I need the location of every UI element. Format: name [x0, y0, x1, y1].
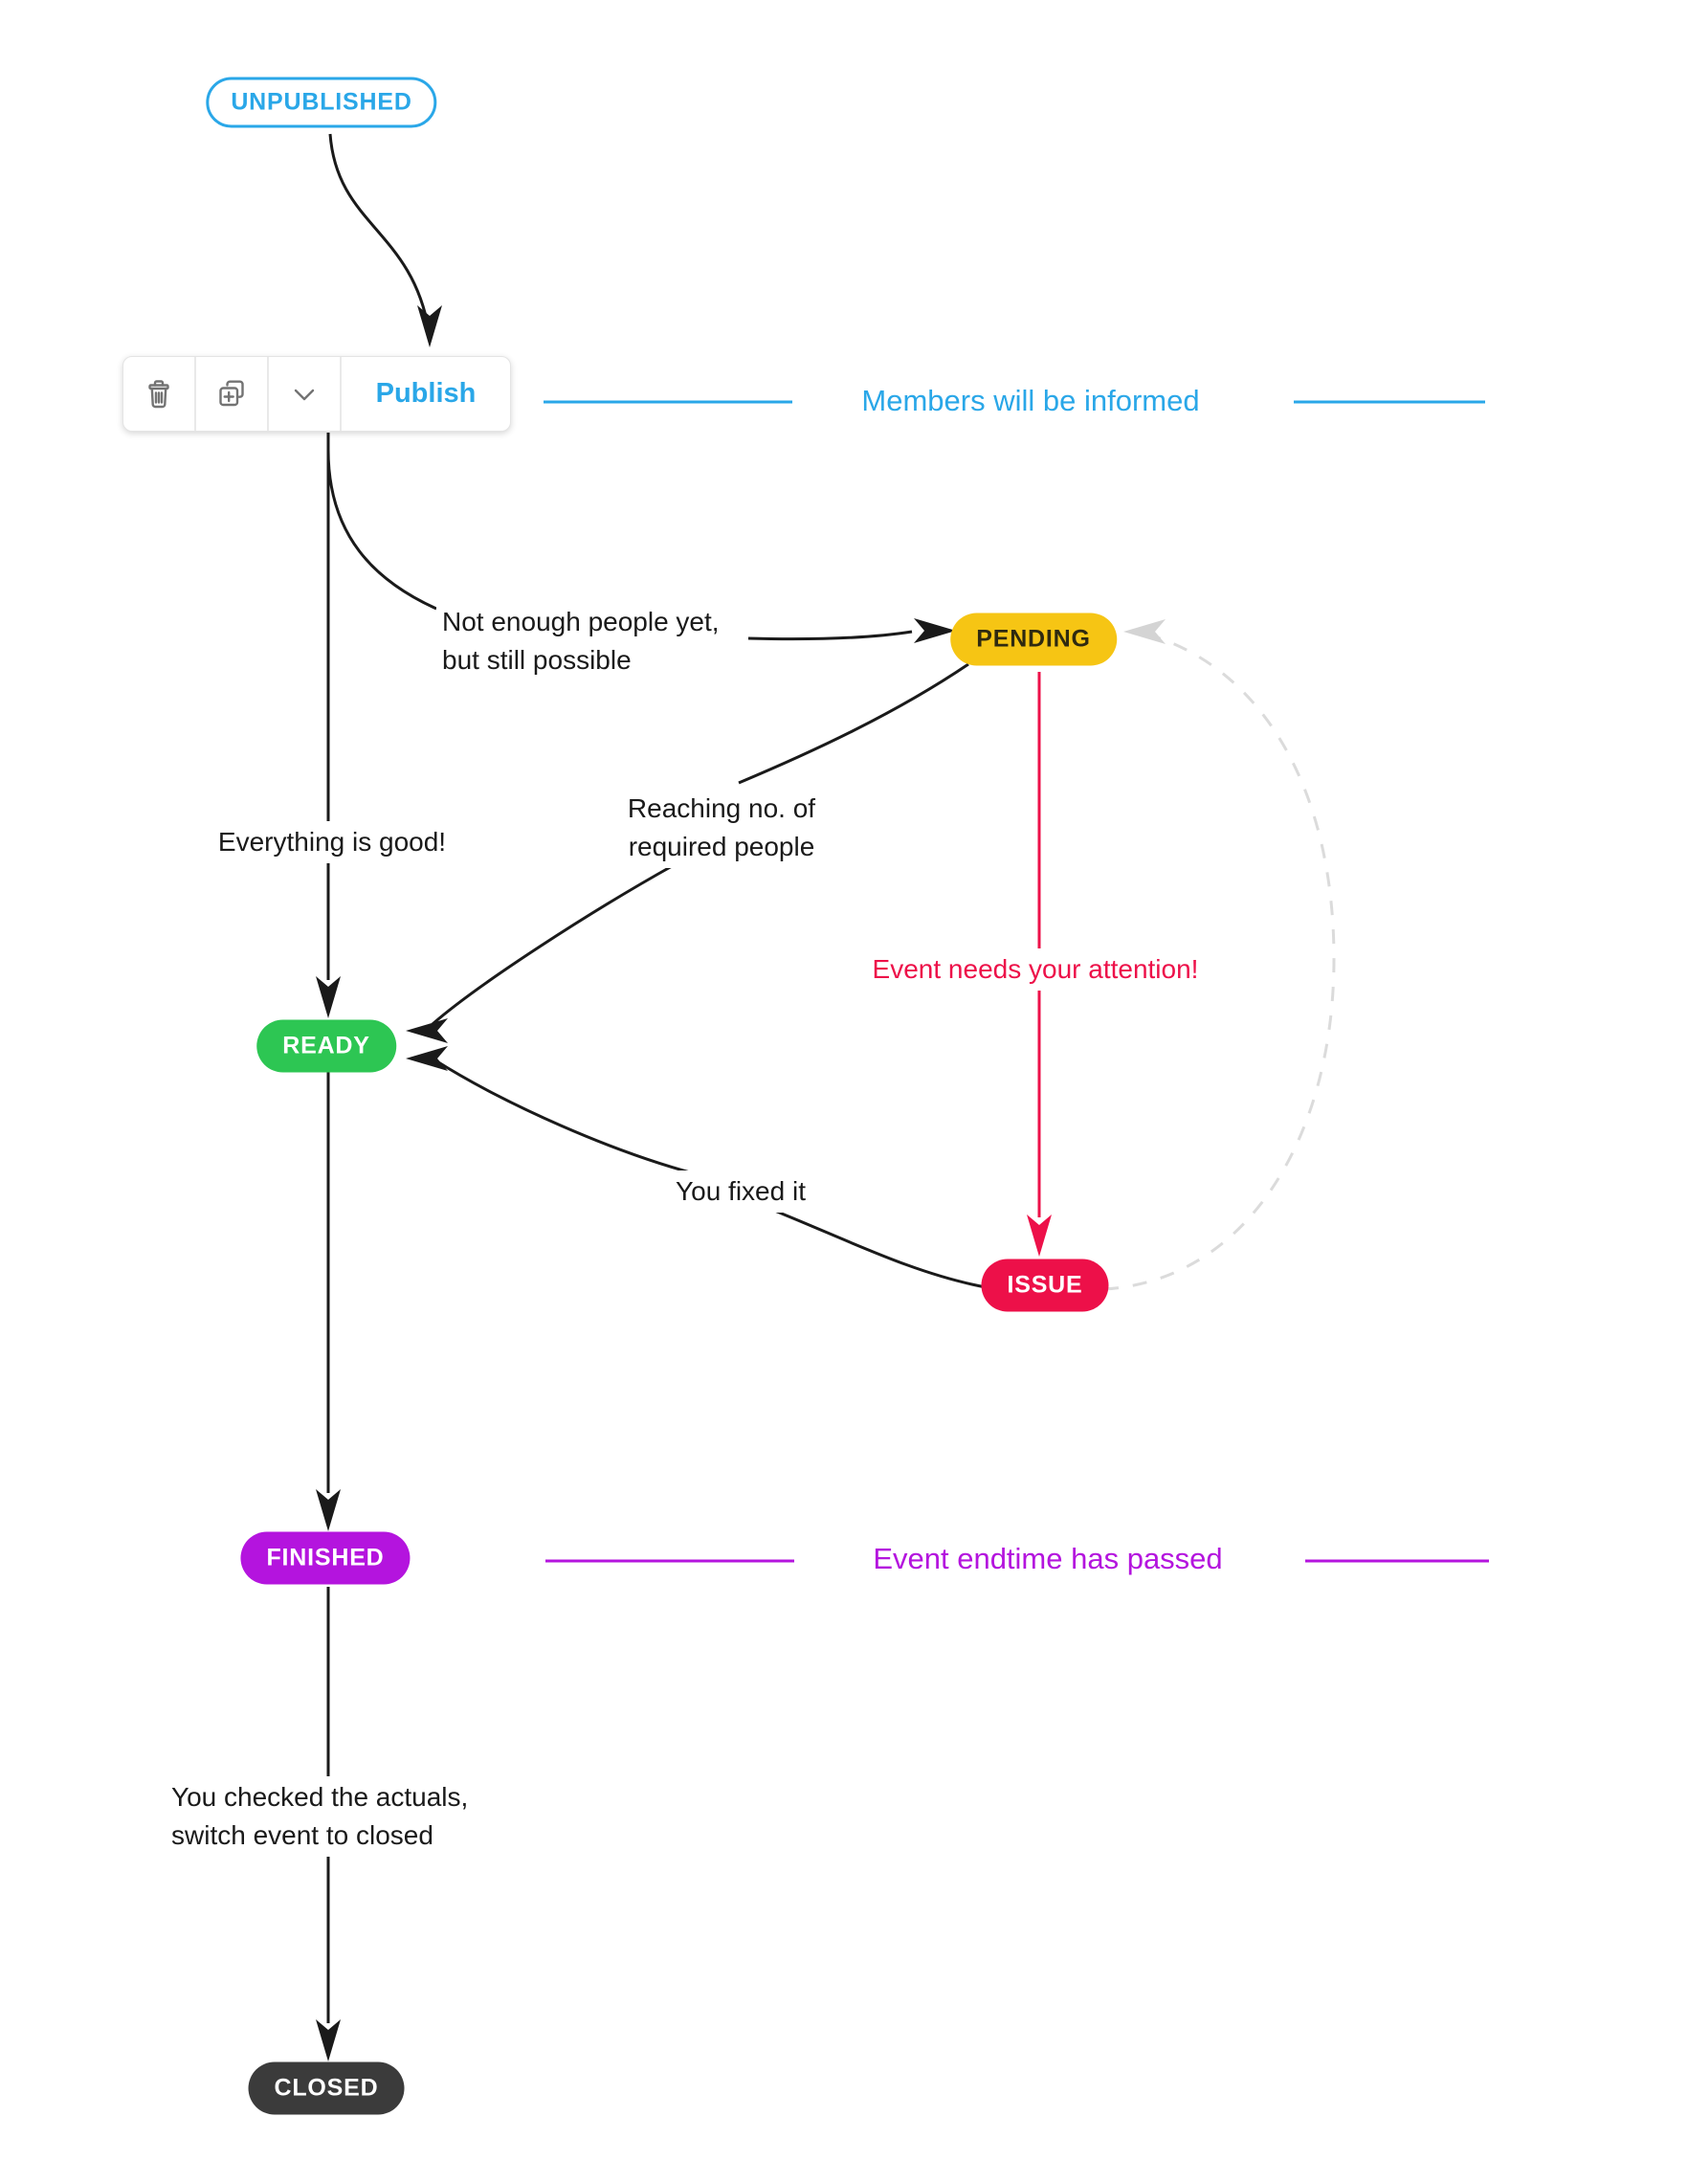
- edge-publish-to-notenough: [326, 449, 437, 611]
- checked-actuals-line1: You checked the actuals,: [171, 1782, 469, 1812]
- everything-good-label: Everything is good!: [211, 821, 453, 863]
- checked-actuals-line2: switch event to closed: [171, 1820, 433, 1850]
- arrowhead-into-pending-right: [1123, 619, 1166, 644]
- reaching-required-line1: Reaching no. of: [627, 793, 816, 823]
- arrowhead-into-ready-top: [316, 976, 341, 1018]
- edge-youfixedit-to-issue: [766, 1206, 987, 1289]
- checked-actuals-label: You checked the actuals, switch event to…: [166, 1776, 475, 1857]
- state-pending: PENDING: [950, 613, 1117, 666]
- more-options-button[interactable]: [269, 357, 342, 431]
- trash-icon: [148, 379, 169, 408]
- edge-pending-to-reaching: [738, 662, 969, 785]
- reaching-required-label: Reaching no. of required people: [621, 788, 822, 868]
- chevron-down-icon: [294, 389, 315, 400]
- edge-unpublished-to-publish: [328, 133, 431, 331]
- arrowhead-into-finished: [316, 1489, 341, 1531]
- arrowhead-into-publish: [417, 305, 442, 347]
- state-ready: READY: [256, 1019, 396, 1073]
- duplicate-button[interactable]: [196, 357, 269, 431]
- you-fixed-it-label: You fixed it: [670, 1170, 811, 1213]
- publish-button[interactable]: Publish: [342, 357, 510, 431]
- state-closed: CLOSED: [248, 2061, 405, 2115]
- not-enough-people-line2: but still possible: [442, 645, 632, 675]
- state-finished: FINISHED: [240, 1531, 411, 1585]
- arrowhead-into-closed: [316, 2019, 341, 2061]
- edge-ready-to-youfixedit: [434, 1059, 709, 1179]
- delete-button[interactable]: [123, 357, 196, 431]
- endtime-passed-label: Event endtime has passed: [863, 1542, 1233, 1576]
- not-enough-people-line1: Not enough people yet,: [442, 607, 720, 636]
- publish-toolbar: Publish: [122, 356, 511, 432]
- needs-attention-label: Event needs your attention!: [866, 948, 1205, 991]
- members-informed-label: Members will be informed: [852, 384, 1210, 418]
- arrowhead-into-ready-right-upper: [406, 1018, 448, 1043]
- duplicate-icon: [219, 380, 244, 406]
- not-enough-people-label: Not enough people yet, but still possibl…: [436, 601, 725, 681]
- arrowhead-into-pending-left: [914, 618, 956, 643]
- reaching-required-line2: required people: [628, 832, 815, 861]
- state-issue: ISSUE: [981, 1259, 1109, 1312]
- edge-issue-to-pending-dashed: [1103, 631, 1336, 1291]
- edge-reaching-to-ready: [432, 863, 675, 1026]
- arrowhead-into-issue: [1027, 1215, 1052, 1257]
- state-unpublished: UNPUBLISHED: [206, 77, 437, 128]
- edge-notenough-to-pending: [747, 630, 913, 641]
- arrowhead-into-ready-right-lower: [406, 1046, 448, 1071]
